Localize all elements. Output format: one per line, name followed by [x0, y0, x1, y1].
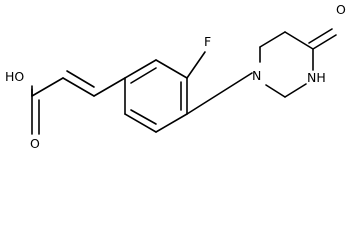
ring-bond-5 — [124, 113, 157, 133]
ring-inner-3 — [130, 109, 157, 125]
atom-oh: HO — [5, 69, 24, 84]
bond-lactam-co-b — [308, 28, 333, 44]
ring-bond-1 — [124, 59, 157, 79]
pip-bond-6 — [265, 84, 286, 98]
molecule-drawing: HO O F N O NH — [5, 2, 346, 151]
atom-o-carbonyl: O — [30, 136, 40, 151]
structure-diagram: HO O F N O NH — [5, 2, 346, 151]
ring-bond-2 — [155, 59, 188, 79]
ring-inner-1 — [130, 67, 157, 84]
bond-ring-n — [186, 72, 253, 115]
atom-nh: NH — [307, 70, 326, 85]
bonds — [31, 28, 337, 135]
bond-alkene-main — [62, 77, 95, 97]
atom-labels: HO O F N O NH — [5, 2, 346, 151]
bond-c-f — [186, 51, 206, 79]
atom-f: F — [204, 34, 211, 49]
pip-bond-3 — [284, 31, 314, 50]
bond-alkene-ring — [93, 77, 126, 97]
ring-bond-4 — [155, 113, 188, 133]
bond-alkene-double — [66, 70, 95, 88]
pip-bond-5 — [284, 83, 307, 98]
atom-o-lactam: O — [336, 2, 346, 17]
pip-bond-2 — [259, 31, 286, 48]
bond-acid-alkene — [31, 77, 64, 97]
bond-lactam-co-a — [312, 34, 337, 50]
atom-n-piperazine: N — [252, 68, 261, 83]
